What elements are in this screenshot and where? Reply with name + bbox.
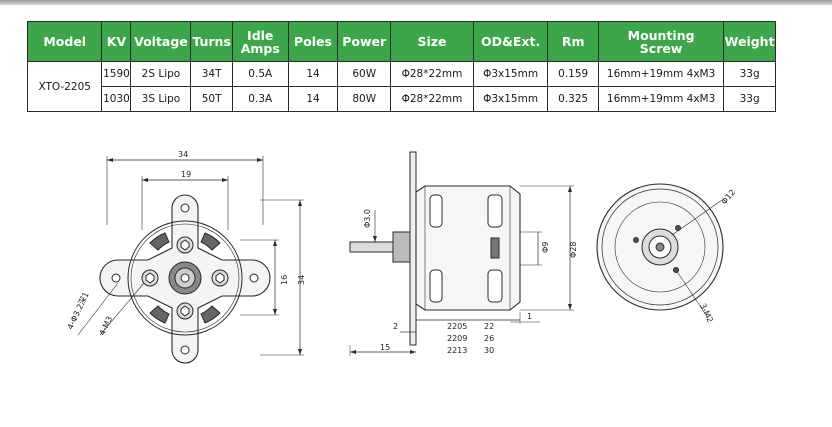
cell-idle-amps: 0.3A bbox=[231, 86, 289, 112]
header-power: Power bbox=[337, 21, 392, 62]
header-od-ext: OD&Ext. bbox=[472, 21, 549, 62]
length-table: 2205 22 2209 26 2213 30 bbox=[447, 322, 494, 355]
shaft-dia-label: Φ3.0 bbox=[363, 209, 372, 228]
cell-weight: 33g bbox=[723, 86, 776, 112]
screw-label: 4-M3 bbox=[98, 315, 115, 337]
cell-power: 80W bbox=[337, 86, 392, 112]
shaft-len-label: 15 bbox=[380, 343, 390, 352]
cell-od-ext: Φ3x15mm bbox=[472, 86, 549, 112]
table-row: XTO-2205 1590 2S Lipo 34T 0.5A 14 60W Φ2… bbox=[26, 61, 776, 112]
hub-dia-label: Φ9 bbox=[541, 242, 550, 253]
side-view: Φ3.0 Φ28 Φ9 15 2 1 bbox=[349, 151, 578, 356]
cell-power: 60W bbox=[337, 61, 392, 87]
bell-dia-label: Φ28 bbox=[569, 242, 578, 258]
length-model: 2205 bbox=[447, 322, 467, 331]
length-value: 22 bbox=[484, 322, 494, 331]
top-rule bbox=[0, 0, 832, 5]
header-kv: KV bbox=[101, 21, 132, 62]
header-size: Size bbox=[390, 21, 474, 62]
cell-turns: 50T bbox=[190, 86, 233, 112]
cell-poles: 14 bbox=[287, 86, 339, 112]
cell-poles: 14 bbox=[287, 61, 339, 87]
hole-label: 4-Φ3.2深1 bbox=[66, 291, 91, 331]
mount-dim-label: 2 bbox=[393, 322, 398, 331]
length-model: 2213 bbox=[447, 346, 467, 355]
cell-voltage: 2S Lipo bbox=[130, 61, 192, 87]
cell-rm: 0.325 bbox=[547, 86, 600, 112]
small-dim-label: 1 bbox=[527, 312, 532, 321]
cell-kv: 1030 bbox=[101, 86, 132, 112]
table-row: 1030 3S Lipo 50T 0.3A 14 80W Φ28*22mm Φ3… bbox=[28, 86, 776, 112]
dim-width-label: 34 bbox=[178, 150, 188, 159]
rear-view: Φ12 3-M2 bbox=[596, 183, 737, 324]
cell-mounting-screw: 16mm+19mm 4xM3 bbox=[598, 61, 725, 87]
dim-inner-label: 19 bbox=[181, 170, 191, 179]
header-poles: Poles bbox=[287, 21, 339, 62]
length-model: 2209 bbox=[447, 334, 467, 343]
cell-size: Φ28*22mm bbox=[390, 86, 474, 112]
header-weight: Weight bbox=[723, 21, 776, 62]
dim-height-label: 34 bbox=[297, 275, 306, 285]
cell-model: XTO-2205 bbox=[26, 61, 103, 112]
header-rm: Rm bbox=[547, 21, 600, 62]
cell-mounting-screw: 16mm+19mm 4xM3 bbox=[598, 86, 725, 112]
dim-vertical-label: 16 bbox=[280, 275, 289, 285]
motor-technical-drawing: 34 19 34 16 bbox=[66, 150, 737, 364]
cell-kv: 1590 bbox=[101, 61, 132, 87]
cell-size: Φ28*22mm bbox=[390, 61, 474, 87]
header-voltage: Voltage bbox=[130, 21, 192, 62]
cell-od-ext: Φ3x15mm bbox=[472, 61, 549, 87]
front-view: 34 19 34 16 bbox=[66, 150, 306, 364]
rear-dia-label: Φ12 bbox=[720, 188, 737, 206]
cell-idle-amps: 0.5A bbox=[231, 61, 289, 87]
cell-voltage: 3S Lipo bbox=[130, 86, 192, 112]
rear-screw-label: 3-M2 bbox=[698, 302, 715, 324]
cell-turns: 34T bbox=[190, 61, 233, 87]
length-value: 26 bbox=[484, 334, 494, 343]
cell-weight: 33g bbox=[723, 61, 776, 87]
header-model: Model bbox=[26, 21, 103, 62]
cell-rm: 0.159 bbox=[547, 61, 600, 87]
length-value: 30 bbox=[484, 346, 494, 355]
header-turns: Turns bbox=[190, 21, 233, 62]
